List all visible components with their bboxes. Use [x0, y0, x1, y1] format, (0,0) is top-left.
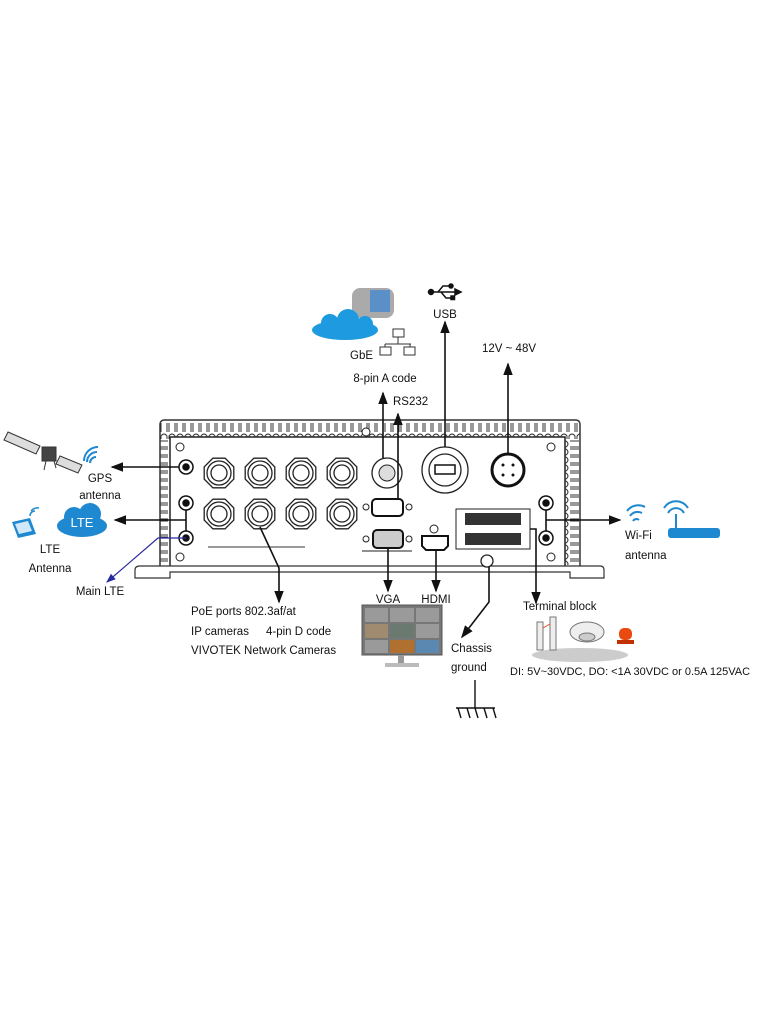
wifi-signal-icon	[626, 504, 646, 522]
lte-antenna-label: Antenna	[28, 563, 72, 575]
lte-label: LTE	[39, 544, 61, 556]
8-pin-label: 8-pin A code	[353, 373, 417, 385]
satellite-icon	[3, 431, 83, 474]
alarm-light-icon	[617, 628, 634, 644]
smoke-detector-icon	[569, 621, 605, 643]
wifi-antenna-label: antenna	[625, 550, 667, 562]
network-icon	[379, 328, 416, 356]
phone-icon	[12, 507, 40, 538]
terminal-block-label: Terminal block	[523, 601, 597, 613]
ground-label: ground	[451, 662, 487, 674]
lte-cloud-text: LTE	[70, 515, 94, 530]
usb-label: USB	[433, 309, 457, 321]
ip-cameras-label: IP cameras	[191, 626, 249, 638]
main-lte-label: Main LTE	[75, 586, 125, 598]
network-cloud-icon	[312, 309, 378, 340]
rs232-label: RS232	[393, 396, 429, 408]
connection-lines	[110, 320, 622, 639]
nvr-device	[134, 419, 605, 579]
lte-cloud-icon	[57, 503, 107, 537]
gps-antenna-label: antenna	[79, 490, 121, 502]
wifi-label: Wi-Fi	[625, 530, 652, 542]
monitor-icon	[361, 604, 443, 667]
gps-signal-icon	[83, 446, 99, 464]
io-spec-label: DI: 5V~30VDC, DO: <1A 30VDC or 0.5A 125V…	[510, 666, 751, 678]
4-pin-label: 4-pin D code	[266, 626, 332, 638]
network-server-icon	[352, 288, 394, 318]
wifi-router-icon	[663, 500, 720, 538]
vivotek-label: VIVOTEK Network Cameras	[191, 645, 337, 657]
main-lte-line	[106, 537, 186, 583]
hdmi-label: HDMI	[421, 594, 451, 606]
chassis-label: Chassis	[451, 643, 492, 655]
gps-label: GPS	[87, 473, 113, 485]
ground-icon	[456, 680, 497, 719]
usb-icon	[427, 283, 463, 301]
door-sensor-icon	[536, 616, 557, 651]
poe-label: PoE ports 802.3af/at	[191, 606, 296, 618]
gbe-label: GbE	[350, 350, 374, 362]
vga-label: VGA	[375, 594, 401, 606]
power-label: 12V ~ 48V	[481, 343, 537, 355]
poe-ports	[203, 457, 358, 530]
